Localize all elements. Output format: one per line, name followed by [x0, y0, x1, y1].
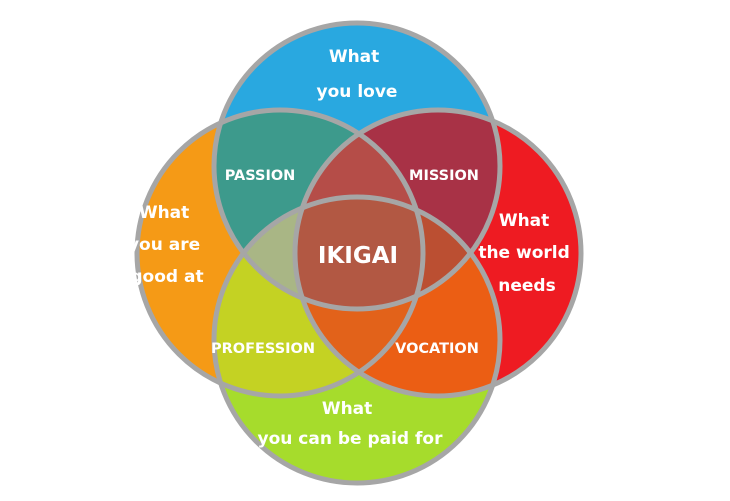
label-ikigai: IKIGAI — [318, 243, 398, 269]
label-mission: MISSION — [409, 168, 479, 184]
outline-right — [292, 107, 584, 399]
triple-overlap-right — [295, 197, 500, 309]
outline-top — [211, 20, 503, 312]
outline-bottom — [211, 194, 503, 486]
label-passion: PASSION — [225, 168, 296, 184]
label-what-you-are-good-at: What you are good at — [128, 203, 206, 287]
label-vocation: VOCATION — [395, 341, 479, 357]
label-what-the-world-needs: What the world needs — [478, 211, 575, 296]
outline-left — [134, 107, 426, 399]
label-what-you-can-be-paid-for: What you can be paid for — [258, 399, 444, 449]
label-profession: PROFESSION — [211, 341, 315, 357]
triple-overlap-bottom — [295, 197, 423, 396]
triple-overlap-left — [214, 197, 423, 309]
label-what-you-love: What you love — [317, 47, 398, 102]
triple-overlap-top — [295, 110, 423, 309]
